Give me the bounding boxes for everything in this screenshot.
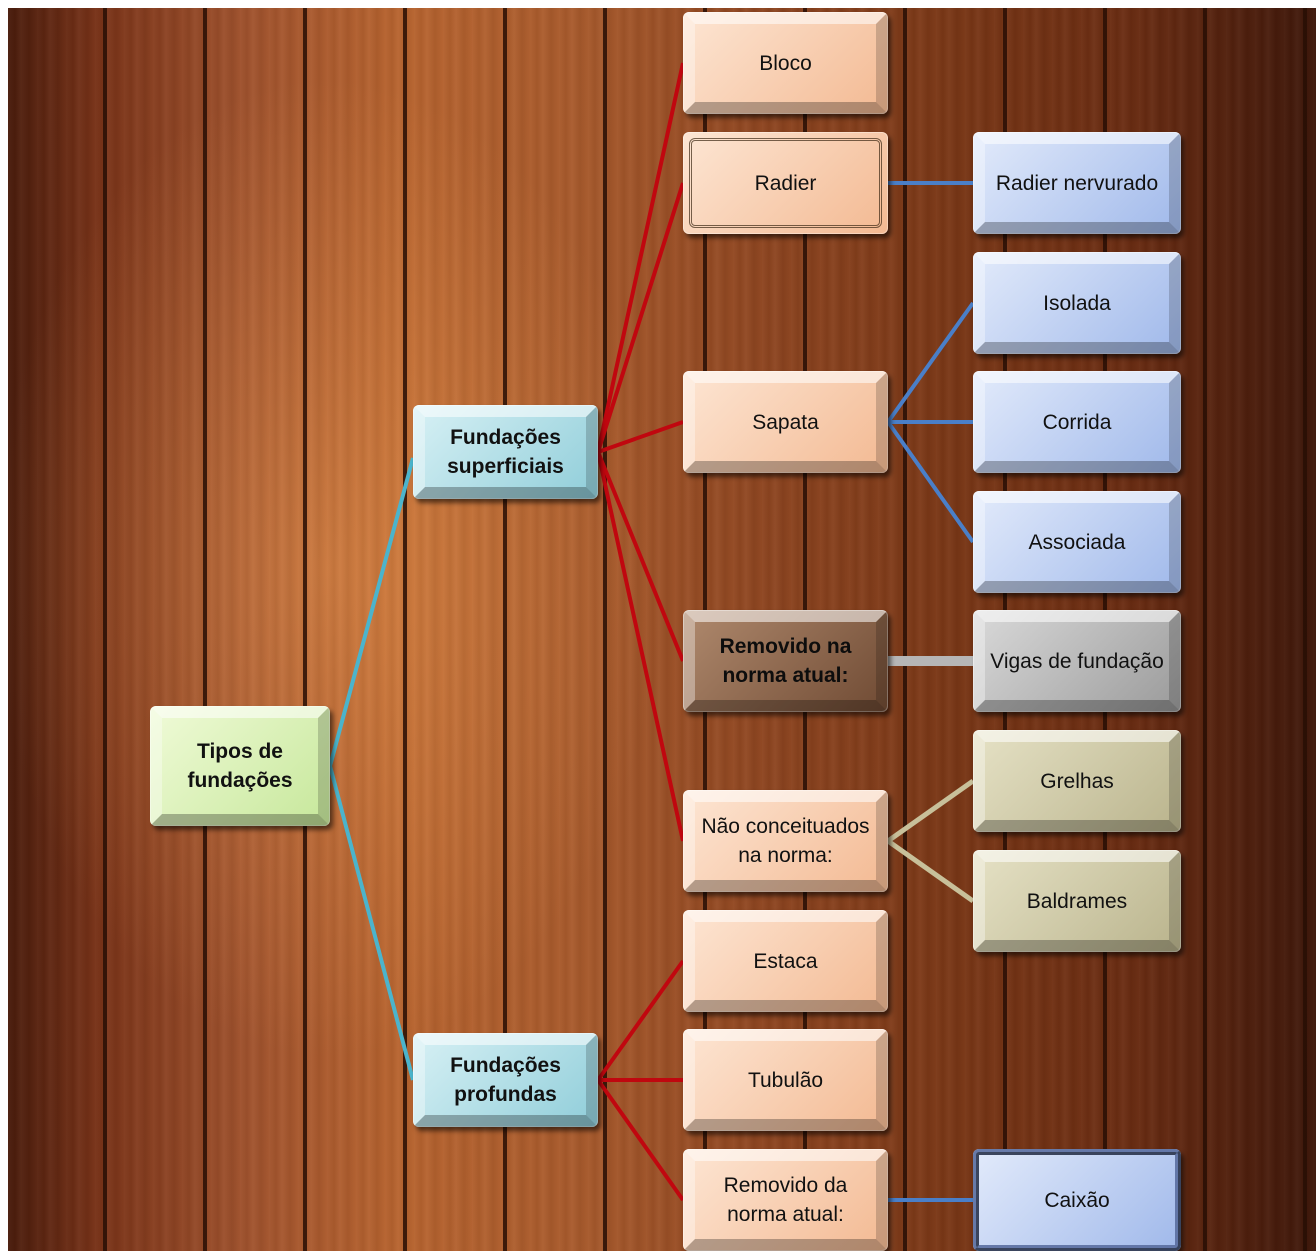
node-label: Corrida (1042, 410, 1112, 434)
node-label: Radier (754, 171, 817, 195)
node-associada: Associada (973, 491, 1181, 593)
node-label: Fundações profundas (450, 1054, 561, 1106)
node-label: Bloco (759, 51, 812, 75)
link-profundas-estaca (596, 959, 685, 1082)
node-estaca: Estaca (683, 910, 888, 1012)
node-label: Fundações superficiais (447, 426, 564, 478)
node-label: Associada (1028, 530, 1126, 554)
link-root-profundas (328, 765, 415, 1081)
node-grelhas: Grelhas (973, 730, 1181, 832)
node-baldrames: Baldrames (973, 850, 1181, 952)
node-isolada: Isolada (973, 252, 1181, 354)
node-fundacoes-profundas: Fundações profundas (413, 1033, 598, 1127)
link-superficiais-removido (596, 451, 685, 662)
link-nao-conceituados-baldrames (886, 838, 975, 904)
node-label: Tubulão (747, 1068, 824, 1092)
node-label: Baldrames (1026, 889, 1128, 913)
node-tipos-de-fundacoes: Tipos de fundações (150, 706, 330, 826)
link-superficiais-nao-conceituados (596, 451, 685, 842)
link-root-superficiais (328, 457, 415, 767)
node-label: Caixão (1044, 1188, 1110, 1212)
node-sapata: Sapata (683, 371, 888, 473)
node-radier: Radier (683, 132, 888, 234)
node-label: Tipos de fundações (187, 740, 293, 792)
node-label: Sapata (752, 410, 819, 434)
node-label: Grelhas (1040, 769, 1114, 793)
node-bloco: Bloco (683, 12, 888, 114)
node-corrida: Corrida (973, 371, 1181, 473)
link-profundas-removido (596, 1078, 685, 1202)
node-label: Não conceituados na norma: (701, 815, 870, 867)
node-label: Isolada (1043, 291, 1111, 315)
link-superficiais-radier (596, 182, 685, 453)
node-caixao: Caixão (973, 1149, 1181, 1251)
node-nao-conceituados: Não conceituados na norma: (683, 790, 888, 892)
link-superficiais-bloco (596, 62, 685, 453)
node-tubulao: Tubulão (683, 1029, 888, 1131)
node-vigas-de-fundacao: Vigas de fundação (973, 610, 1181, 712)
node-removido-da-norma: Removido da norma atual: (683, 1149, 888, 1251)
node-label: Radier nervurado (995, 171, 1159, 195)
node-radier-nervurado: Radier nervurado (973, 132, 1181, 234)
node-fundacoes-superficiais: Fundações superficiais (413, 405, 598, 499)
diagram-canvas: Tipos de fundações Fundações superficiai… (8, 8, 1316, 1251)
node-label: Removido na norma atual: (719, 635, 852, 687)
node-removido-na-norma: Removido na norma atual: (683, 610, 888, 712)
link-sapata-associada (886, 420, 975, 544)
node-label: Vigas de fundação (990, 649, 1164, 673)
link-superficiais-sapata (597, 420, 684, 454)
node-label: Estaca (753, 949, 818, 973)
link-nao-conceituados-grelhas (886, 778, 975, 844)
link-sapata-isolada (886, 301, 975, 424)
node-label: Removido da norma atual: (723, 1174, 848, 1226)
